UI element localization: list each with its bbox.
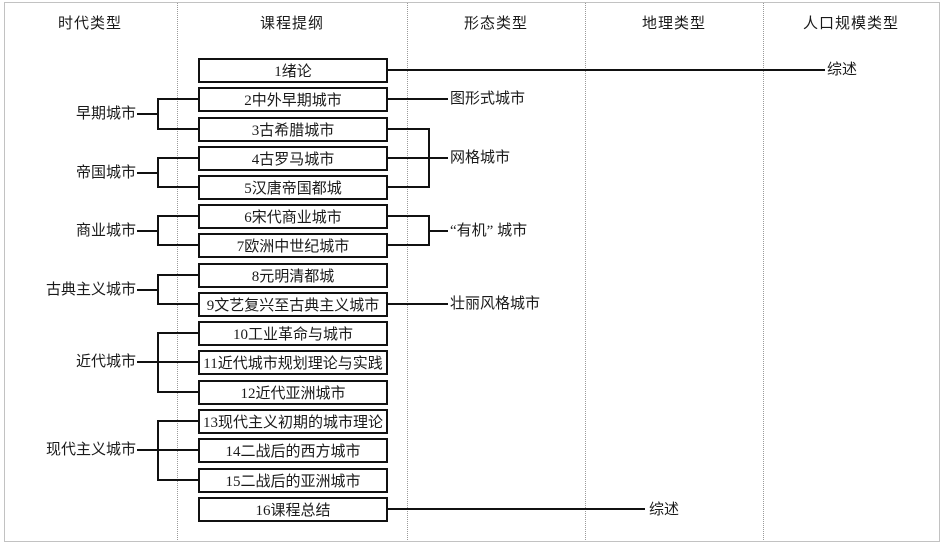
overview-label-bottom: 综述: [649, 502, 680, 518]
course-box-12: 12近代亚洲城市: [198, 380, 388, 405]
form-label-figurative: 图形式城市: [450, 91, 526, 107]
era-label-early: 早期城市: [75, 106, 136, 122]
form-line: [388, 303, 448, 305]
era-bracket-line: [157, 98, 159, 130]
era-label-modern-era: 近代城市: [75, 354, 136, 370]
era-label-imperial: 帝国城市: [75, 165, 136, 181]
course-box-2: 2中外早期城市: [198, 87, 388, 112]
course-box-13: 13现代主义初期的城市理论: [198, 409, 388, 434]
column-header-outline: 课程提纲: [259, 16, 324, 32]
era-label-modernism: 现代主义城市: [45, 442, 136, 458]
course-box-5: 5汉唐帝国都城: [198, 175, 388, 200]
era-bracket-line: [157, 332, 159, 393]
course-box-15: 15二战后的亚洲城市: [198, 468, 388, 493]
course-box-4: 4古罗马城市: [198, 146, 388, 171]
course-box-11: 11近代城市规划理论与实践: [198, 350, 388, 375]
era-bracket-line: [157, 391, 198, 393]
form-label-organic: “有机” 城市: [450, 223, 528, 239]
form-bracket-line: [388, 244, 430, 246]
column-header-form: 形态类型: [463, 16, 528, 32]
course-box-16: 16课程总结: [198, 497, 388, 522]
era-bracket-line: [157, 157, 198, 159]
overview-label-top: 综述: [827, 62, 858, 78]
course-box-10: 10工业革命与城市: [198, 321, 388, 346]
era-bracket-line: [137, 230, 157, 232]
era-bracket-line: [157, 274, 198, 276]
era-bracket-line: [157, 420, 159, 481]
course-box-1: 1绪论: [198, 58, 388, 83]
era-bracket-line: [157, 274, 159, 305]
era-bracket-line: [157, 332, 198, 334]
era-bracket-line: [157, 244, 198, 246]
form-bracket-line: [388, 215, 430, 217]
era-label-commerce: 商业城市: [75, 223, 136, 239]
form-bracket-line: [388, 157, 448, 159]
column-separator: [763, 3, 764, 540]
era-bracket-line: [157, 303, 198, 305]
form-line: [388, 98, 448, 100]
era-bracket-line: [157, 186, 198, 188]
era-bracket-line: [157, 215, 159, 246]
course-box-9: 9文艺复兴至古典主义城市: [198, 292, 388, 317]
column-header-population: 人口规模类型: [802, 16, 899, 32]
era-bracket-line: [137, 113, 157, 115]
course-box-6: 6宋代商业城市: [198, 204, 388, 229]
form-bracket-line: [388, 186, 430, 188]
course-box-14: 14二战后的西方城市: [198, 438, 388, 463]
era-bracket-line: [157, 98, 198, 100]
era-bracket-line: [157, 128, 198, 130]
form-label-grid: 网格城市: [450, 150, 511, 166]
course-box-8: 8元明清都城: [198, 263, 388, 288]
overview-line-bottom: [388, 508, 645, 510]
column-header-geography: 地理类型: [641, 16, 706, 32]
era-label-classical: 古典主义城市: [45, 282, 136, 298]
course-box-3: 3古希腊城市: [198, 117, 388, 142]
era-bracket-line: [137, 172, 157, 174]
column-separator: [177, 3, 178, 540]
form-label-grand-style: 壮丽风格城市: [450, 296, 541, 312]
figure-frame: [4, 2, 940, 542]
era-bracket-line: [137, 289, 157, 291]
era-bracket-line: [137, 449, 198, 451]
form-bracket-line: [388, 128, 430, 130]
column-separator: [407, 3, 408, 540]
era-bracket-line: [157, 157, 159, 188]
era-bracket-line: [157, 479, 198, 481]
course-box-7: 7欧洲中世纪城市: [198, 233, 388, 258]
column-separator: [585, 3, 586, 540]
column-header-era: 时代类型: [57, 16, 122, 32]
form-bracket-line: [428, 230, 448, 232]
era-bracket-line: [157, 420, 198, 422]
era-bracket-line: [137, 361, 198, 363]
overview-line-top: [388, 69, 825, 71]
era-bracket-line: [157, 215, 198, 217]
